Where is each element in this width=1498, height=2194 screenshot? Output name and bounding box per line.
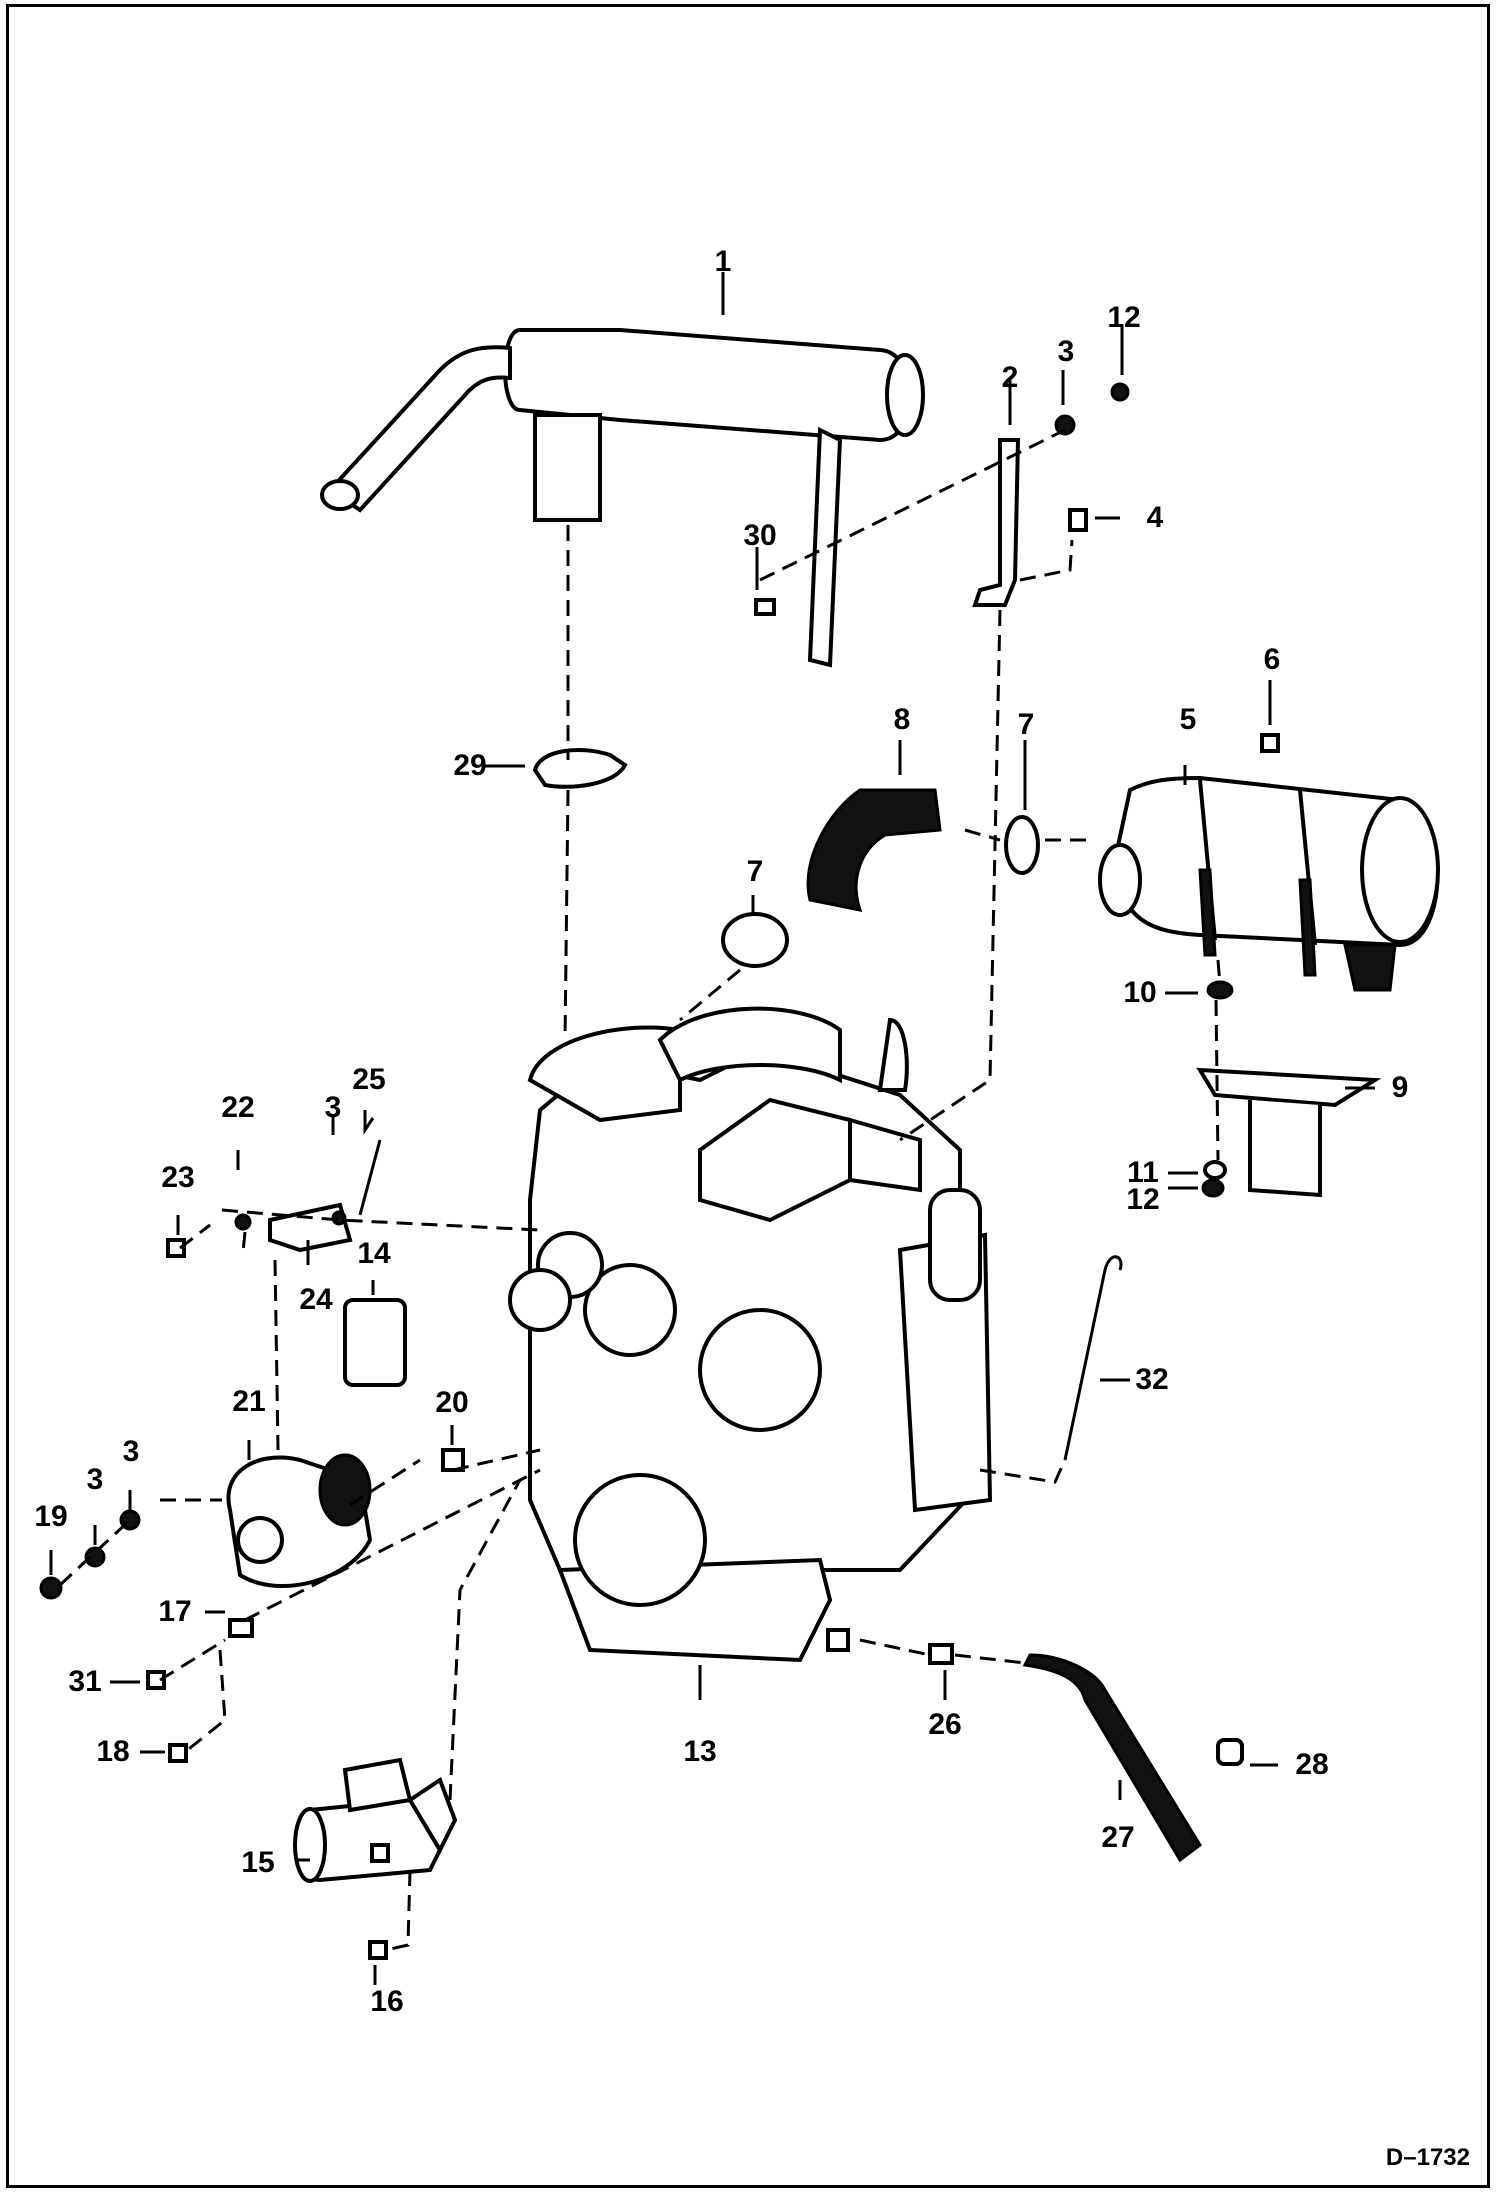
callout-31: 31	[68, 1665, 102, 1698]
callout-2: 2	[1001, 361, 1019, 394]
air-cleaner	[1098, 775, 1440, 992]
callout-3: 3	[122, 1435, 140, 1468]
callout-23: 23	[161, 1161, 195, 1194]
hose-clamp	[1004, 815, 1040, 875]
callout-7: 7	[746, 855, 764, 888]
leader-lines	[49, 272, 1375, 1985]
callout-7: 7	[1017, 708, 1035, 741]
callout-12: 12	[1107, 301, 1141, 334]
callout-28: 28	[1295, 1748, 1329, 1781]
intake-hose	[806, 788, 942, 912]
muffler	[320, 327, 925, 668]
callout-5: 5	[1179, 703, 1197, 736]
callout-30: 30	[743, 519, 777, 552]
callout-24: 24	[299, 1283, 333, 1316]
callout-8: 8	[893, 703, 911, 736]
drain-fitting	[928, 1643, 954, 1665]
callout-11: 11	[1127, 1156, 1159, 1189]
engine-block	[508, 1006, 993, 1663]
callout-3: 3	[1057, 335, 1075, 368]
alternator-bracket	[268, 1202, 353, 1253]
callout-32: 32	[1135, 1363, 1169, 1396]
hose-clamp	[721, 912, 789, 968]
starter	[293, 1757, 458, 1883]
callout-21: 21	[232, 1385, 266, 1418]
callout-22: 22	[221, 1091, 255, 1124]
callout-26: 26	[928, 1708, 962, 1741]
callout-4: 4	[1146, 501, 1164, 534]
callout-6: 6	[1263, 643, 1281, 676]
cap	[1216, 1738, 1244, 1766]
callout-16: 16	[370, 1985, 404, 2018]
callout-20: 20	[435, 1386, 469, 1419]
callout-18: 18	[96, 1735, 130, 1768]
callout-3: 3	[324, 1091, 342, 1124]
callout-17: 17	[158, 1595, 192, 1628]
callout-12: 12	[1126, 1183, 1160, 1216]
drain-plug	[826, 1628, 850, 1652]
callout-25: 25	[352, 1063, 386, 1096]
drain-hose	[1022, 1653, 1202, 1863]
callout-29: 29	[453, 749, 487, 782]
dipstick	[1063, 1255, 1123, 1461]
air-cleaner-mount	[1196, 1067, 1382, 1108]
muffler-bracket	[972, 438, 1021, 607]
callout-9: 9	[1391, 1071, 1409, 1104]
callout-15: 15	[241, 1846, 275, 1879]
callout-27: 27	[1101, 1821, 1135, 1854]
callout-3: 3	[86, 1463, 104, 1496]
callout-1: 1	[714, 245, 732, 278]
callout-10: 10	[1123, 976, 1157, 1009]
alternator	[226, 1453, 373, 1589]
exhaust-gasket	[532, 748, 628, 789]
drawing-id: D–1732	[1385, 2144, 1470, 2171]
callout-13: 13	[683, 1735, 717, 1768]
assembly-lines	[58, 428, 1222, 1952]
callout-19: 19	[34, 1500, 68, 1533]
callout-14: 14	[357, 1237, 391, 1270]
oil-filter	[343, 1298, 407, 1387]
